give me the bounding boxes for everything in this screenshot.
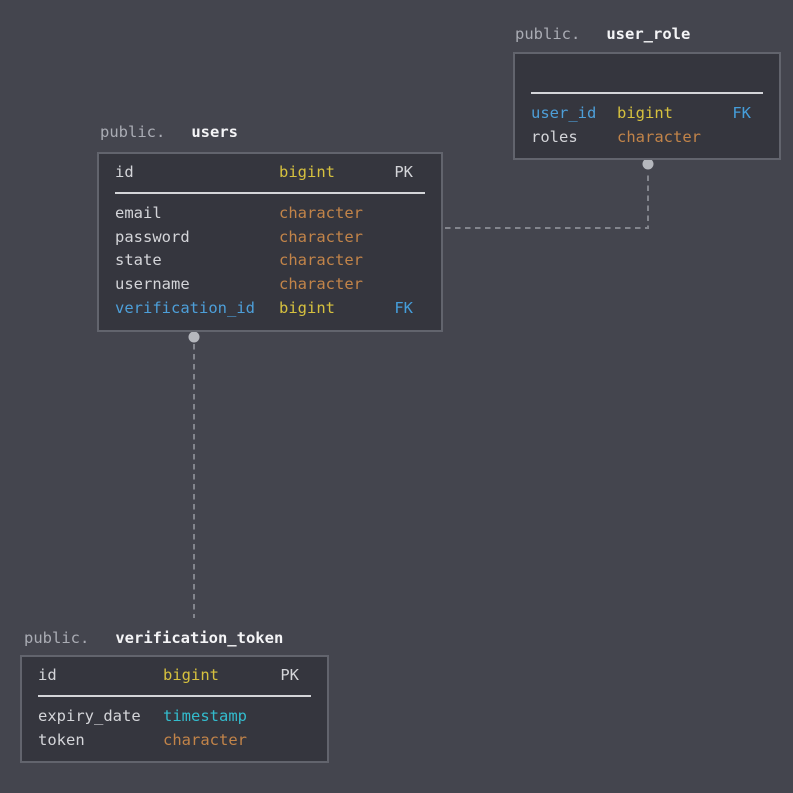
column-type: character bbox=[163, 730, 247, 749]
column-type: character bbox=[279, 275, 363, 294]
column-name: state bbox=[115, 251, 162, 270]
column-type: character bbox=[279, 227, 363, 246]
entity-title-users: public. users bbox=[100, 121, 238, 143]
entity-users[interactable]: id bigint PK email character password ch… bbox=[97, 152, 443, 332]
fk-badge: FK bbox=[732, 104, 751, 122]
column-name: username bbox=[115, 275, 190, 294]
column-row[interactable]: expiry_date timestamp bbox=[22, 705, 327, 729]
entity-user-role[interactable]: user_id bigint FK roles character bbox=[513, 52, 781, 161]
column-row[interactable]: state character bbox=[99, 249, 441, 273]
table-name: users bbox=[191, 123, 238, 141]
entity-title-user-role: public. user_role bbox=[515, 23, 690, 45]
column-row[interactable]: user_id bigint FK bbox=[515, 102, 779, 126]
header-separator bbox=[115, 192, 425, 194]
column-name: password bbox=[115, 227, 190, 246]
column-type: bigint bbox=[279, 163, 335, 182]
fk-column-name: verification_id bbox=[115, 298, 255, 317]
schema-label: public. bbox=[24, 629, 90, 647]
column-type: bigint bbox=[617, 104, 673, 122]
table-name: user_role bbox=[606, 25, 691, 43]
schema-label: public. bbox=[515, 25, 581, 43]
column-row[interactable]: roles character bbox=[515, 126, 779, 150]
pk-row-empty[interactable] bbox=[515, 54, 779, 92]
column-type: timestamp bbox=[163, 707, 247, 725]
column-type: bigint bbox=[279, 298, 335, 317]
header-separator bbox=[38, 695, 311, 697]
column-row[interactable]: token character bbox=[22, 729, 327, 753]
pk-badge: PK bbox=[280, 666, 299, 685]
column-type: bigint bbox=[163, 666, 219, 685]
column-row[interactable]: password character bbox=[99, 226, 441, 250]
relation-endpoint-dot bbox=[188, 331, 200, 343]
column-name: token bbox=[38, 730, 85, 749]
column-name: expiry_date bbox=[38, 707, 141, 725]
entity-title-verification-token: public. verification_token bbox=[24, 627, 283, 649]
relation-line-users-user-role bbox=[445, 171, 649, 229]
fk-badge: FK bbox=[394, 298, 413, 317]
column-row[interactable]: username character bbox=[99, 273, 441, 297]
column-name: id bbox=[38, 666, 57, 685]
pk-row[interactable]: id bigint PK bbox=[99, 154, 441, 192]
column-type: character bbox=[279, 251, 363, 270]
header-separator bbox=[531, 92, 763, 94]
pk-row[interactable]: id bigint PK bbox=[22, 657, 327, 695]
column-name: id bbox=[115, 163, 134, 182]
schema-label: public. bbox=[100, 123, 166, 141]
column-row[interactable]: email character bbox=[99, 202, 441, 226]
table-name: verification_token bbox=[115, 629, 284, 647]
pk-badge: PK bbox=[394, 163, 413, 182]
column-name: email bbox=[115, 204, 162, 222]
column-type: character bbox=[617, 127, 701, 146]
column-row[interactable]: verification_id bigint FK bbox=[99, 297, 441, 321]
column-type: character bbox=[279, 204, 363, 222]
entity-verification-token[interactable]: id bigint PK expiry_date timestamp token… bbox=[20, 655, 329, 764]
fk-column-name: user_id bbox=[531, 104, 597, 122]
column-name: roles bbox=[531, 127, 578, 146]
